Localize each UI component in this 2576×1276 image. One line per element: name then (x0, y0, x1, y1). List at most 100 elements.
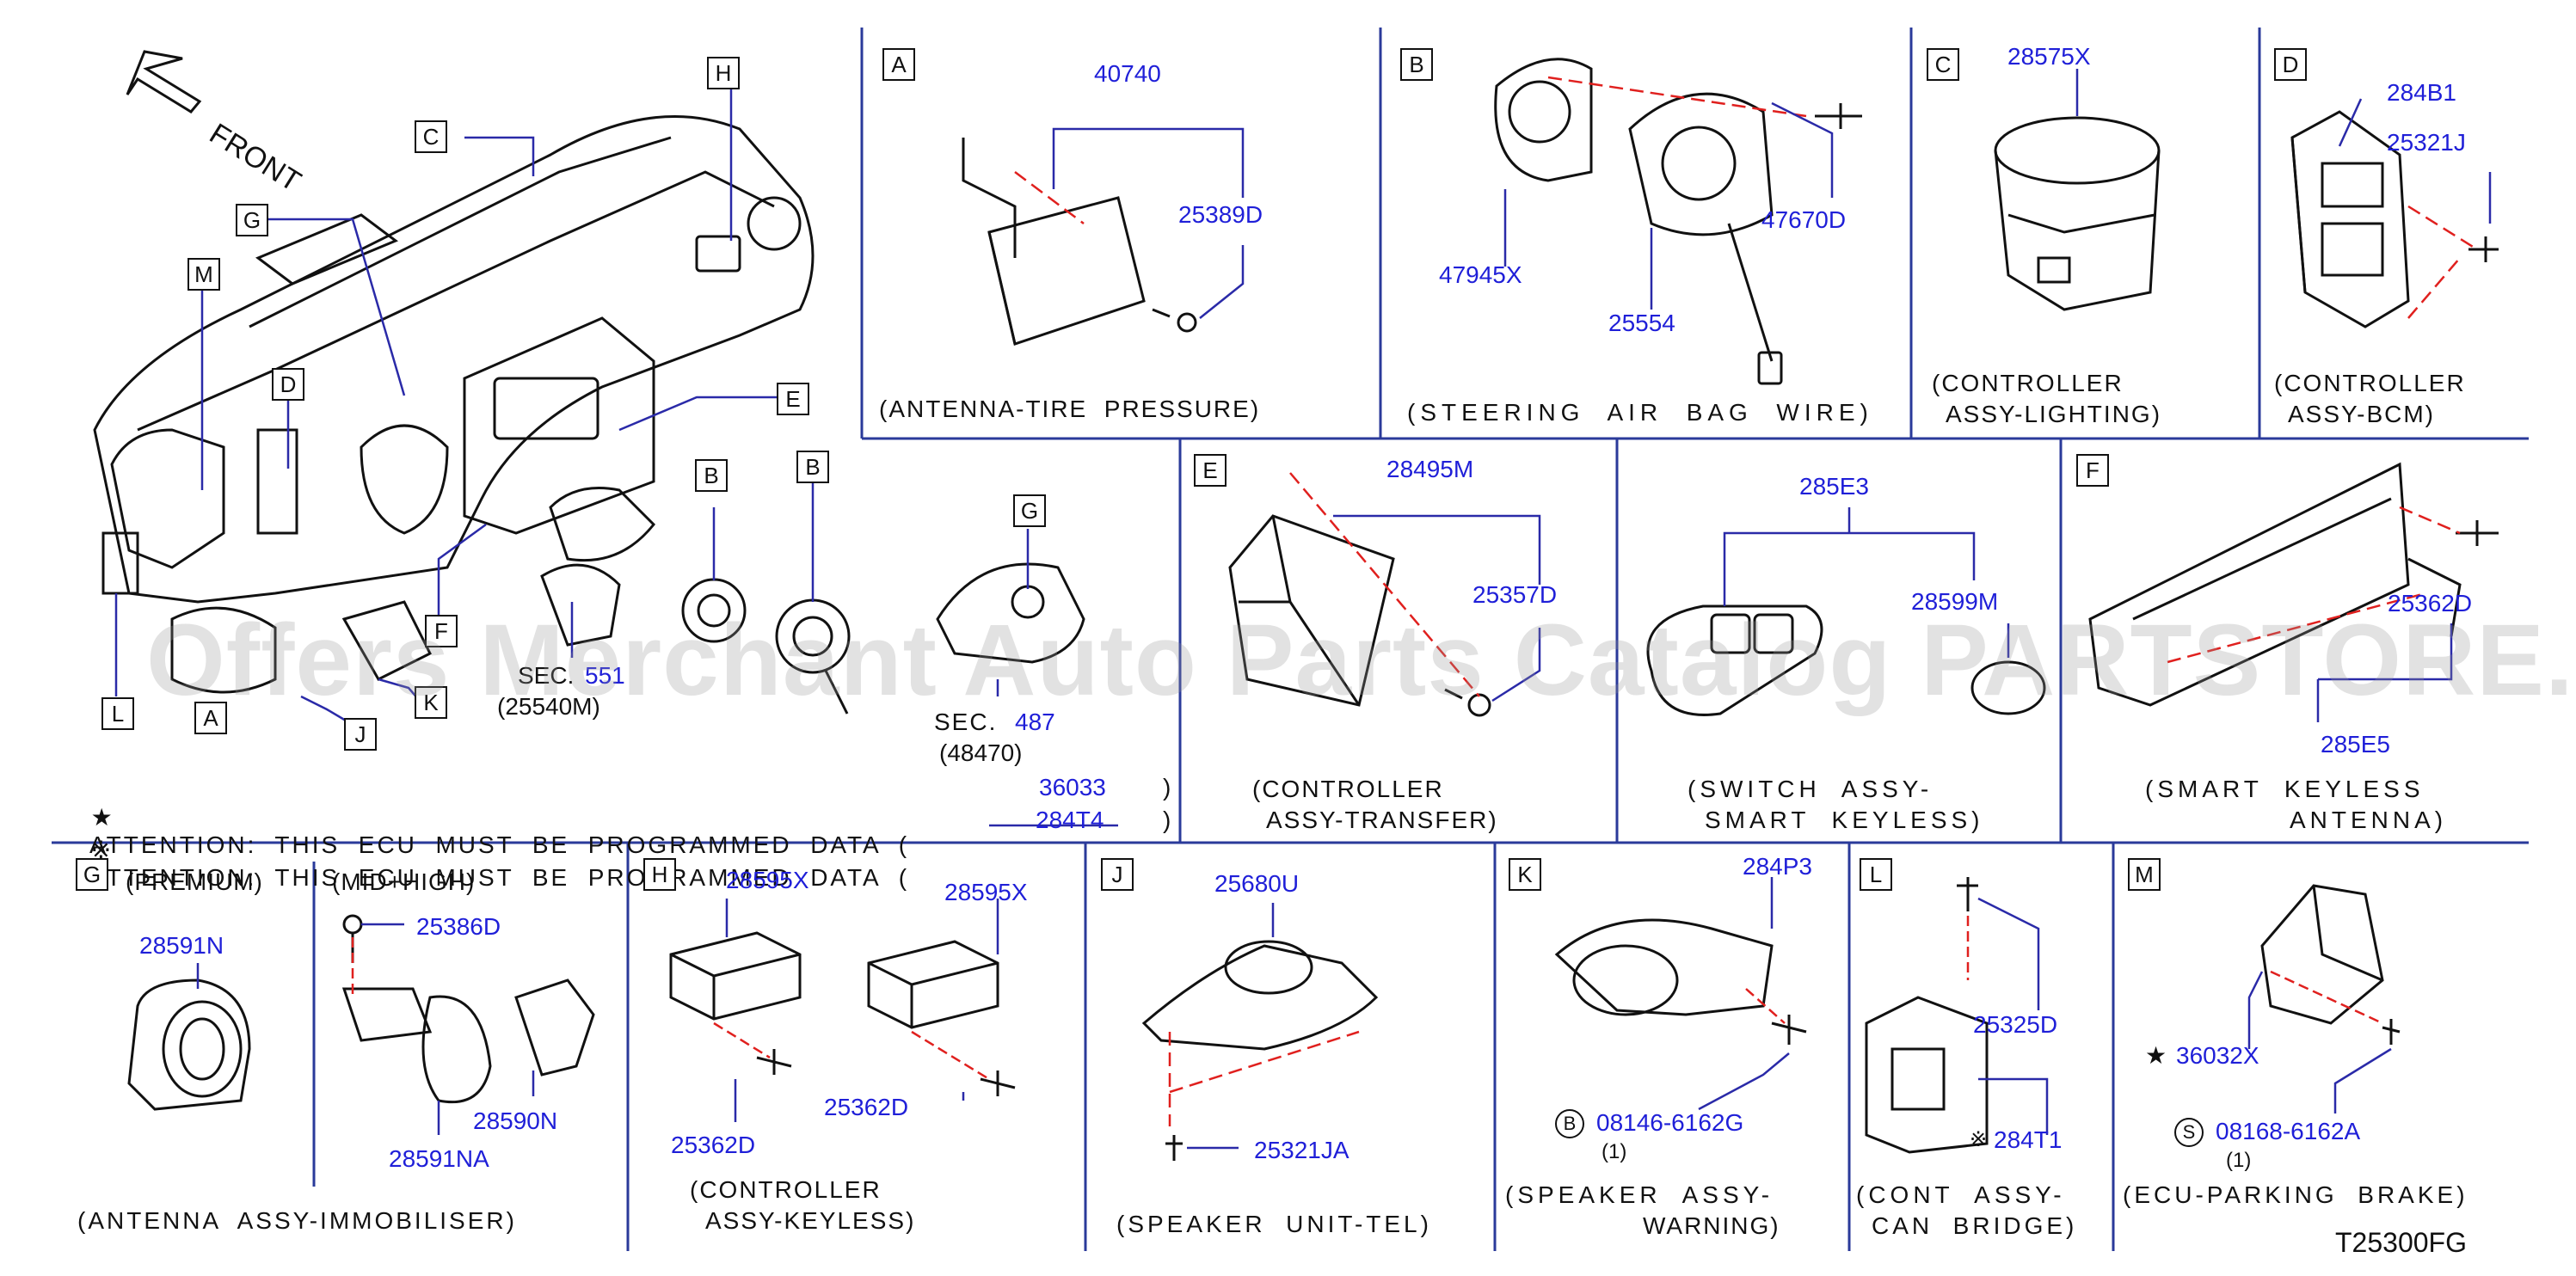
sec-487-part: (48470) (939, 739, 1023, 766)
section-g-art (127, 914, 595, 1135)
sec-551-prefix: SEC. (518, 662, 575, 689)
section-d-tag: D (2274, 48, 2307, 81)
bolt-b-icon: B (1555, 1109, 1584, 1138)
part-28599m[interactable]: 28599M (1911, 588, 1999, 615)
section-a-art (962, 127, 1245, 346)
leader-lines-overview (114, 77, 1030, 722)
part-25325d[interactable]: 25325D (1973, 1011, 2058, 1038)
part-25680u[interactable]: 25680U (1214, 870, 1300, 897)
kome-icon: ※ (90, 837, 114, 863)
dashboard-illustration (93, 114, 815, 694)
attention-star-close: ) (1163, 774, 1171, 801)
part-28595x-b[interactable]: 28595X (944, 879, 1028, 905)
part-25357d[interactable]: 25357D (1472, 581, 1558, 608)
section-c-art (1994, 69, 2161, 311)
attention-star-line: ★ ATTENTION: THIS ECU MUST BE PROGRAMMED… (72, 776, 909, 859)
caption-c-2: ASSY-LIGHTING) (1946, 401, 2162, 427)
part-25386d[interactable]: 25386D (416, 913, 501, 940)
caption-j: (SPEAKER UNIT-TEL) (1116, 1211, 1432, 1237)
callout-e: E (777, 383, 809, 415)
part-08146-6162g[interactable]: 08146-6162G (1596, 1109, 1744, 1136)
part-28495m[interactable]: 28495M (1386, 456, 1474, 482)
watermark: Offers Merchant Auto Parts Catalog PARTS… (146, 604, 2576, 717)
caption-k-2: WARNING) (1643, 1212, 1780, 1239)
caption-h-2: ASSY-KEYLESS) (705, 1207, 916, 1234)
section-h-tag: H (643, 858, 676, 891)
callout-a: A (194, 702, 227, 734)
part-25389d[interactable]: 25389D (1178, 201, 1263, 228)
sec-551-number[interactable]: 551 (585, 662, 625, 689)
section-f-tag: F (2076, 454, 2109, 487)
part-28590n[interactable]: 28590N (473, 1107, 558, 1134)
part-284p3[interactable]: 284P3 (1743, 853, 1812, 880)
part-25362d-a[interactable]: 25362D (671, 1132, 756, 1158)
part-25362d-b[interactable]: 25362D (824, 1094, 909, 1120)
caption-l-1: (CONT ASSY- (1856, 1181, 2066, 1208)
caption-k-1: (SPEAKER ASSY- (1505, 1181, 1774, 1208)
caption-switch-2: SMART KEYLESS) (1705, 807, 1984, 833)
callout-b: B (796, 451, 829, 483)
caption-m: (ECU-PARKING BRAKE) (2123, 1181, 2468, 1208)
section-m-art (2247, 884, 2401, 1113)
callout-g: G (236, 204, 268, 236)
part-284b1[interactable]: 284B1 (2387, 79, 2456, 106)
section-a-tag: A (882, 48, 915, 81)
part-25321ja[interactable]: 25321JA (1254, 1137, 1349, 1163)
qty-m: (1) (2226, 1149, 2252, 1172)
callout-c: C (415, 120, 447, 153)
star-icon: ★ (2145, 1042, 2167, 1069)
section-g-tag: G (76, 858, 108, 891)
section-j-tag: J (1101, 858, 1134, 891)
sec-487-number[interactable]: 487 (1015, 709, 1055, 735)
part-25362d[interactable]: 25362D (2388, 590, 2473, 617)
section-k-art (1554, 877, 1807, 1111)
callout-j: J (344, 718, 377, 751)
caption-c-1: (CONTROLLER (1932, 370, 2124, 396)
callout-d: D (272, 368, 304, 401)
caption-e-2: ASSY-TRANSFER) (1266, 807, 1498, 833)
caption-a: (ANTENNA-TIRE PRESSURE) (879, 396, 1261, 422)
part-285e5[interactable]: 285E5 (2321, 731, 2390, 758)
part-25321j[interactable]: 25321J (2387, 129, 2466, 156)
part-47670d[interactable]: 47670D (1761, 206, 1847, 233)
callout-f: F (425, 615, 458, 647)
attention-star-code[interactable]: 36033 (1039, 774, 1106, 801)
part-28595x-a[interactable]: 28595X (726, 867, 809, 893)
caption-g: (ANTENNA ASSY-IMMOBILISER) (77, 1207, 517, 1234)
part-47945x[interactable]: 47945X (1439, 261, 1522, 288)
part-28591na[interactable]: 28591NA (389, 1145, 489, 1172)
part-28575x[interactable]: 28575X (2007, 43, 2091, 70)
attention-kome-line: ※ ATTENTION: THIS ECU MUST BE PROGRAMMED… (72, 808, 909, 892)
part-36032x[interactable]: 36032X (2176, 1042, 2259, 1069)
section-m-tag: M (2128, 858, 2161, 891)
part-08168-6162a[interactable]: 08168-6162A (2216, 1118, 2361, 1144)
callout-h: H (707, 57, 740, 89)
section-b-tag: B (1400, 48, 1433, 81)
callout-m: M (188, 258, 220, 291)
front-arrow-icon (126, 50, 202, 113)
section-e-tag: E (1194, 454, 1227, 487)
caption-f-1: (SMART KEYLESS (2145, 776, 2425, 802)
part-284t1[interactable]: 284T1 (1994, 1126, 2063, 1153)
caption-f-2: ANTENNA) (2290, 807, 2448, 833)
part-28591n[interactable]: 28591N (139, 932, 224, 959)
section-e-art (1228, 472, 1541, 717)
part-25554[interactable]: 25554 (1608, 310, 1675, 336)
caption-d-2: ASSY-BCM) (2288, 401, 2436, 427)
sec-551-part: (25540M) (497, 693, 600, 720)
caption-l-2: CAN BRIDGE) (1872, 1212, 2078, 1239)
sec-487-prefix: SEC. (934, 709, 998, 735)
caption-b: (STEERING AIR BAG WIRE) (1407, 399, 1873, 426)
caption-d-1: (CONTROLLER (2274, 370, 2466, 396)
caption-e-1: (CONTROLLER (1252, 776, 1444, 802)
part-285e3[interactable]: 285E3 (1799, 473, 1869, 500)
caption-switch-1: (SWITCH ASSY- (1688, 776, 1934, 802)
part-40740[interactable]: 40740 (1094, 60, 1161, 87)
callout-b: B (695, 459, 728, 492)
label-mid-high: (MID+HIGH) (332, 868, 476, 895)
bolt-s-icon: S (2174, 1118, 2204, 1147)
attention-kome-code[interactable]: 284T4 (1036, 807, 1104, 833)
section-c-tag: C (1927, 48, 1959, 81)
overview-small-parts (101, 531, 1085, 715)
